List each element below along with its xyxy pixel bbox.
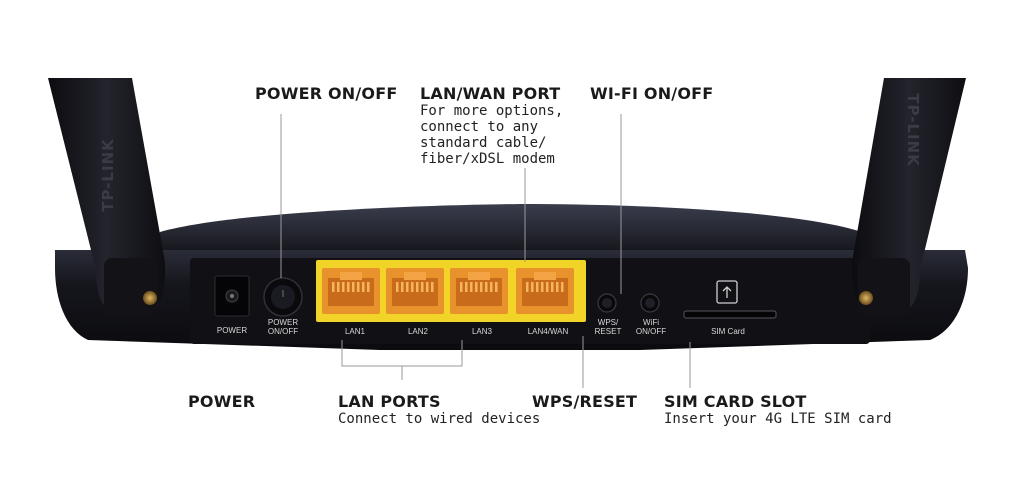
port-pin — [546, 282, 549, 292]
sim-card-slot — [683, 280, 777, 319]
port-clip — [534, 272, 556, 280]
port-pin — [411, 282, 414, 292]
callout-power-onoff: POWER ON/OFF — [255, 84, 398, 103]
callout-title: LAN/WAN PORT — [420, 84, 561, 103]
brand-logo-right: TP-LINK — [904, 93, 922, 167]
callout-lan-ports: LAN PORTS Connect to wired devices — [338, 392, 540, 427]
callout-description-line: standard cable/ — [420, 135, 547, 151]
port-cavity — [456, 278, 502, 306]
port-pin — [357, 282, 360, 292]
callout-description-line: connect to any — [420, 119, 539, 135]
ethernet-port-lan3 — [450, 268, 508, 314]
port-pin — [541, 282, 544, 292]
port-pin — [431, 282, 434, 292]
port-pin — [465, 282, 468, 292]
port-pin — [401, 282, 404, 292]
port-pin — [485, 282, 488, 292]
left-antenna-connector — [143, 291, 157, 305]
port-clip — [340, 272, 362, 280]
port-pin — [480, 282, 483, 292]
port-pin — [396, 282, 399, 292]
wifi-button — [640, 293, 660, 313]
router-top-lid — [150, 204, 870, 250]
port-pin — [495, 282, 498, 292]
port-pins — [332, 282, 370, 292]
port-pin — [475, 282, 478, 292]
port-pin — [426, 282, 429, 292]
port-pin — [490, 282, 493, 292]
port-pin — [406, 282, 409, 292]
panel-label-power-onoff: POWER ON/OFF — [267, 318, 299, 336]
panel-label-lan3: LAN3 — [471, 327, 492, 336]
callout-wifi-onoff: WI-FI ON/OFF — [590, 84, 713, 103]
callout-title: POWER ON/OFF — [255, 84, 398, 103]
port-pins — [460, 282, 498, 292]
callout-wps-reset: WPS/RESET — [532, 392, 637, 411]
callout-title: WI-FI ON/OFF — [590, 84, 714, 103]
port-pin — [362, 282, 365, 292]
port-pin — [531, 282, 534, 292]
power-jack — [214, 275, 250, 317]
port-pin — [342, 282, 345, 292]
port-clip — [468, 272, 490, 280]
port-pin — [352, 282, 355, 292]
port-cavity — [392, 278, 438, 306]
port-pin — [470, 282, 473, 292]
port-pin — [526, 282, 529, 292]
callout-title: POWER — [188, 392, 256, 411]
port-pin — [347, 282, 350, 292]
callout-title: WPS/RESET — [532, 392, 638, 411]
port-pins — [396, 282, 434, 292]
panel-label-wps-reset: WPS/ RESET — [594, 318, 622, 336]
panel-label-sim-card: SIM Card — [711, 327, 745, 336]
port-pin — [556, 282, 559, 292]
panel-label-lan4wan: LAN4/WAN — [527, 327, 569, 336]
panel-label-lan1: LAN1 — [344, 327, 365, 336]
callout-lan-wan-port: LAN/WAN PORT For more options, connect t… — [420, 84, 563, 167]
callout-power: POWER — [188, 392, 255, 411]
callout-title: SIM CARD SLOT — [664, 392, 807, 411]
ethernet-port-lan4wan — [516, 268, 574, 314]
wps-reset-button — [597, 293, 617, 313]
port-pin — [332, 282, 335, 292]
port-pin — [460, 282, 463, 292]
callout-description-line: For more options, — [420, 103, 564, 119]
ethernet-port-lan1 — [322, 268, 380, 314]
port-cavity — [522, 278, 568, 306]
port-pins — [526, 282, 564, 292]
ethernet-port-lan2 — [386, 268, 444, 314]
brand-logo-left: TP-LINK — [99, 138, 117, 212]
callout-sim-card-slot: SIM CARD SLOT Insert your 4G LTE SIM car… — [664, 392, 892, 427]
port-pin — [337, 282, 340, 292]
callout-description: Connect to wired devices — [338, 411, 541, 427]
panel-label-lan2: LAN2 — [407, 327, 428, 336]
panel-label-wifi-onoff: WiFi ON/OFF — [635, 318, 667, 336]
callout-description-line: fiber/xDSL modem — [420, 151, 555, 167]
panel-label-power: POWER — [216, 326, 248, 335]
power-button — [263, 277, 303, 317]
left-antenna — [48, 78, 166, 316]
port-cavity — [328, 278, 374, 306]
port-pin — [416, 282, 419, 292]
right-antenna-connector — [859, 291, 873, 305]
port-clip — [404, 272, 426, 280]
port-pin — [367, 282, 370, 292]
callout-description: Insert your 4G LTE SIM card — [664, 411, 892, 427]
port-pin — [421, 282, 424, 292]
port-pin — [561, 282, 564, 292]
port-pin — [536, 282, 539, 292]
port-pin — [551, 282, 554, 292]
callout-title: LAN PORTS — [338, 392, 441, 411]
